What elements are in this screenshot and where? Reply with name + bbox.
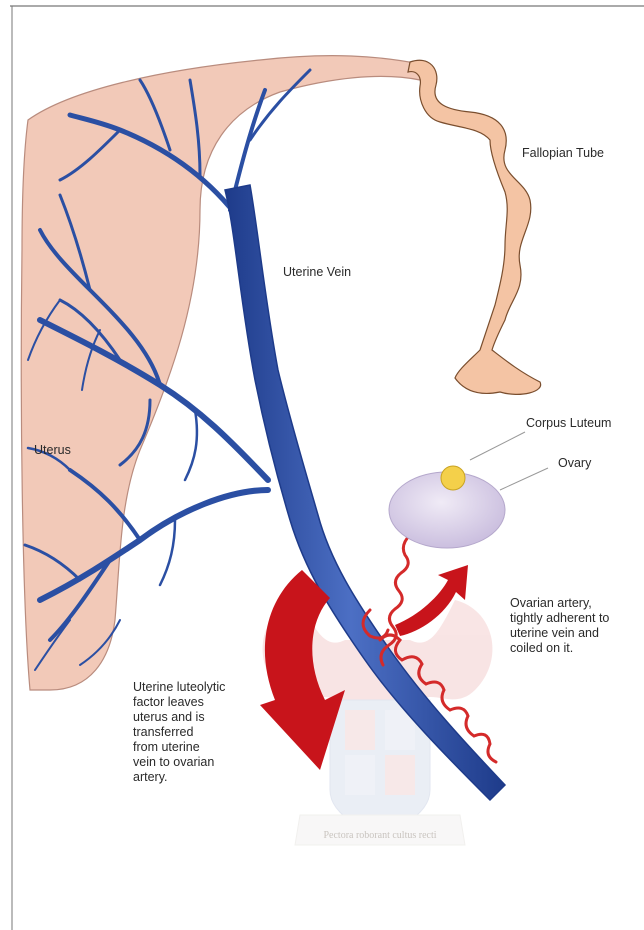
uterus-label: Uterus [34,443,71,458]
luteolytic-factor-label: Uterine luteolytic factor leaves uterus … [133,680,225,785]
corpus-luteum-shape [441,466,465,490]
ovary-label: Ovary [558,456,591,471]
fallopian-tube [408,60,541,394]
ovarian-artery-label: Ovarian artery, tightly adherent to uter… [510,596,609,656]
corpus-luteum-label: Corpus Luteum [526,416,611,431]
uterine-vein-label: Uterine Vein [283,265,351,280]
fallopian-tube-label: Fallopian Tube [522,146,604,161]
corpus-luteum-pointer [470,432,525,460]
uterus-body [21,56,420,690]
watermark-motto: Pectora roborant cultus recti [323,830,436,841]
ovary-pointer [500,468,548,490]
